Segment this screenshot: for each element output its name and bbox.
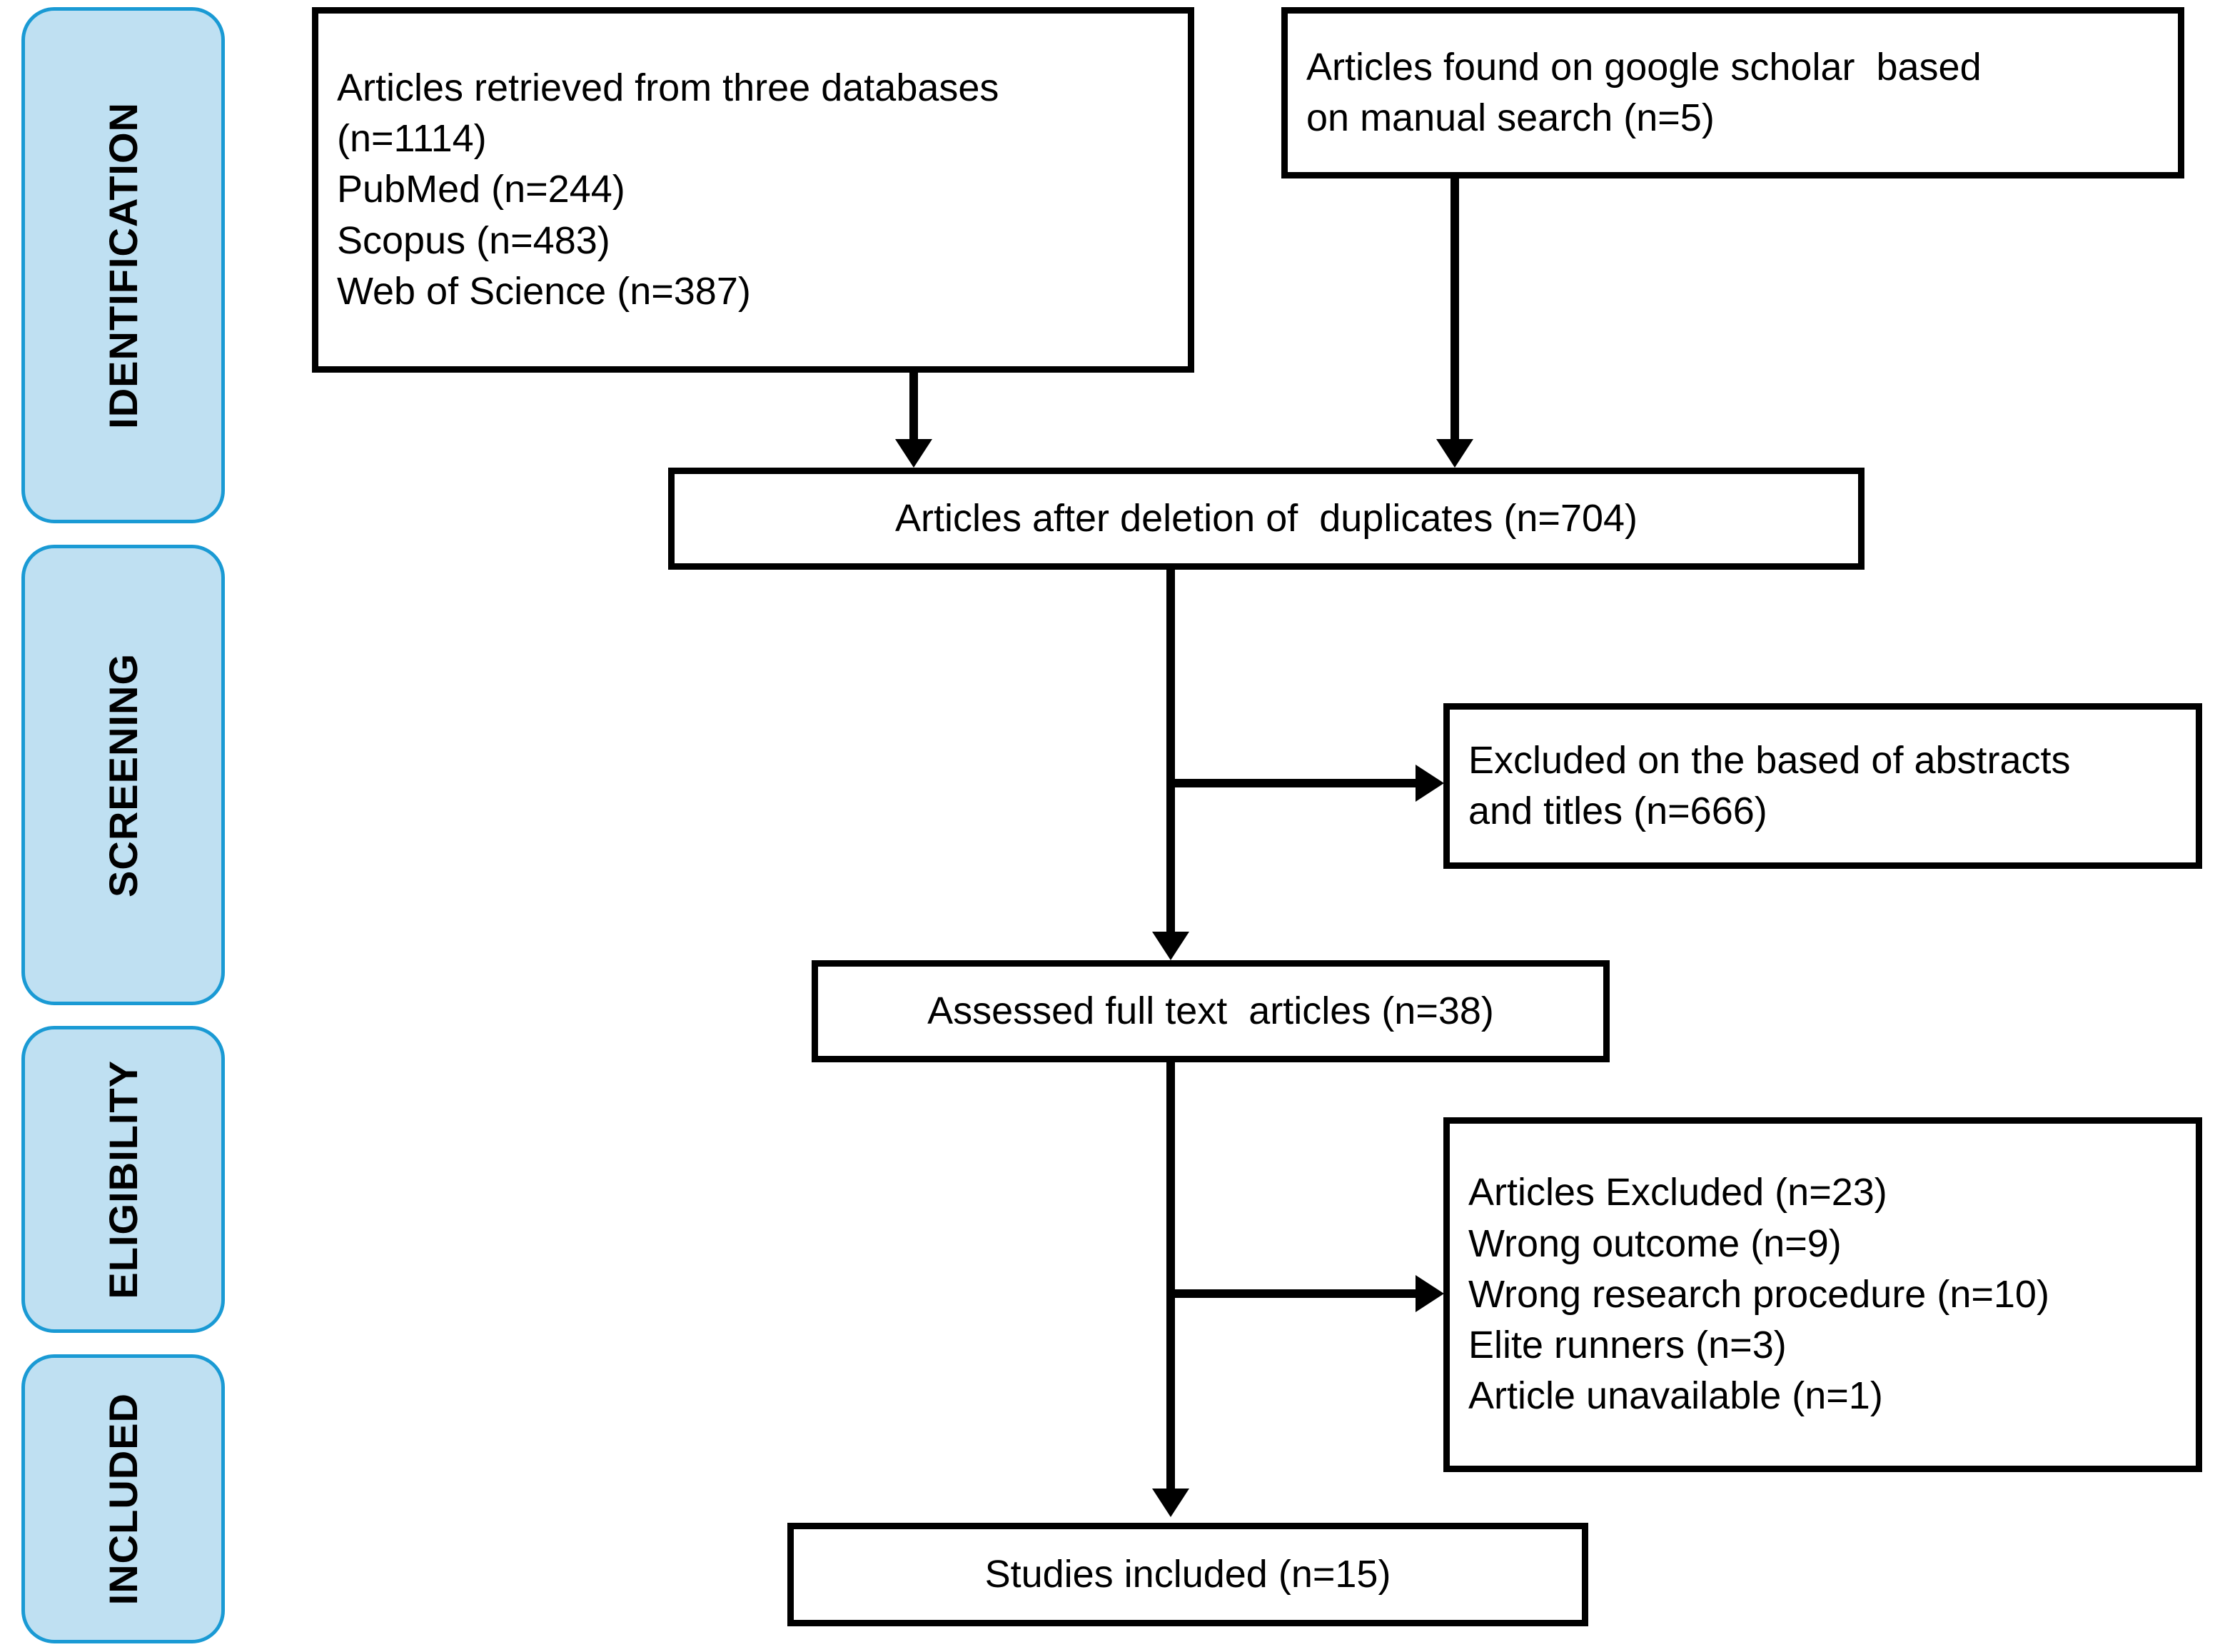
stage-pill-included: INCLUDED <box>21 1354 225 1643</box>
box-line: on manual search (n=5) <box>1306 96 1715 139</box>
arrowhead-eligibility-exclusion <box>1416 1275 1444 1312</box>
box-articles-retrieved-databases: Articles retrieved from three databases … <box>312 7 1194 373</box>
box-line: Articles found on google scholar based <box>1306 45 1982 89</box>
arrowhead-duplicates-to-fulltext <box>1152 932 1189 960</box>
connector-eligibility-exclusion <box>1166 1289 1423 1298</box>
box-line: Articles Excluded (n=23) <box>1468 1171 1887 1214</box>
arrowhead-fulltext-to-included <box>1152 1489 1189 1517</box>
stage-label-identification: IDENTIFICATION <box>101 101 146 429</box>
box-articles-after-duplicates: Articles after deletion of duplicates (n… <box>668 468 1865 570</box>
box-line: Studies included (n=15) <box>984 1552 1391 1596</box>
box-articles-excluded-reasons: Articles Excluded (n=23) Wrong outcome (… <box>1443 1117 2202 1472</box>
connector-duplicates-to-fulltext <box>1166 570 1175 952</box>
stage-label-included: INCLUDED <box>101 1392 146 1606</box>
box-line: Scopus (n=483) <box>337 218 610 262</box>
box-line: and titles (n=666) <box>1468 790 1767 832</box>
box-line: Assessed full text articles (n=38) <box>927 989 1494 1032</box>
arrowhead-screening-exclusion <box>1416 765 1444 802</box>
box-line: Articles after deletion of duplicates (n… <box>894 496 1638 540</box>
box-line: (n=1114) <box>337 117 487 161</box>
box-line: Elite runners (n=3) <box>1468 1324 1787 1367</box>
connector-fulltext-to-included <box>1166 1062 1175 1505</box>
box-line: Articles retrieved from three databases <box>337 66 999 109</box>
box-full-text-assessed: Assessed full text articles (n=38) <box>812 960 1610 1062</box>
stage-pill-eligibility: ELIGIBILITY <box>21 1026 225 1333</box>
arrowhead-google-scholar-to-duplicates <box>1436 439 1473 468</box>
box-articles-google-scholar: Articles found on google scholar based o… <box>1281 7 2184 178</box>
box-line: Web of Science (n=387) <box>337 269 751 313</box>
box-line: Wrong outcome (n=9) <box>1468 1222 1842 1265</box>
arrowhead-databases-to-duplicates <box>895 439 932 468</box>
box-line: Article unavailable (n=1) <box>1468 1374 1883 1418</box>
connector-screening-exclusion <box>1166 779 1423 787</box>
box-excluded-abstracts-titles: Excluded on the based of abstracts and t… <box>1443 703 2202 869</box>
stage-pill-identification: IDENTIFICATION <box>21 7 225 523</box>
stage-label-eligibility: ELIGIBILITY <box>101 1059 146 1299</box>
stage-pill-screening: SCREENING <box>21 545 225 1005</box>
box-line: PubMed (n=244) <box>337 168 625 211</box>
box-line: Excluded on the based of abstracts <box>1468 738 2071 782</box>
connector-google-scholar-to-duplicates <box>1450 178 1459 444</box>
stage-label-screening: SCREENING <box>101 653 146 897</box>
box-studies-included: Studies included (n=15) <box>787 1523 1588 1626</box>
connector-databases-to-duplicates <box>909 373 918 444</box>
box-line: Wrong research procedure (n=10) <box>1468 1272 2049 1316</box>
